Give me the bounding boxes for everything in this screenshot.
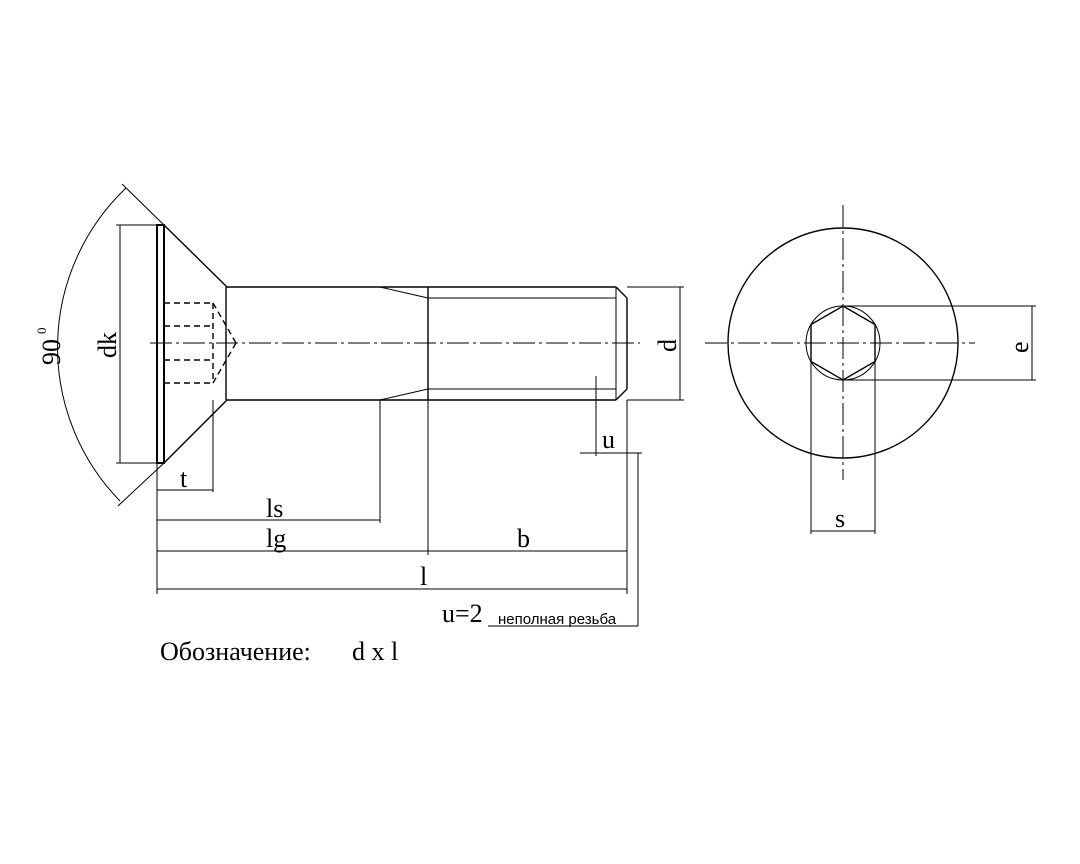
head-flange [156, 224, 165, 464]
side-view [150, 224, 640, 464]
d-label: d [653, 339, 682, 352]
b-label: b [517, 524, 530, 553]
designation-label: Обозначение: [160, 637, 311, 666]
ls-label: ls [266, 494, 283, 523]
thread-note-value: u=2 [442, 599, 483, 628]
side-dimensions: 90 0 dk t ls lg b l d u [34, 183, 684, 628]
angle-unit: 0 [34, 328, 49, 335]
head-cone-top [163, 224, 228, 288]
u-label: u [602, 425, 615, 454]
angle-ext-top [121, 183, 165, 226]
socket-hidden-tip-bottom [212, 342, 237, 384]
angle-arc [57, 187, 127, 502]
top-view: e s [705, 205, 1036, 534]
lg-label: lg [266, 524, 286, 553]
runout-bottom [379, 388, 429, 401]
angle-label: 90 [37, 339, 66, 365]
runout-top [379, 286, 429, 299]
angle-ext-bottom [117, 462, 165, 507]
end-chamfer-bottom [615, 388, 628, 401]
designation-formula: d x l [352, 637, 398, 666]
t-label: t [180, 464, 188, 493]
thread-note-text: неполная резьба [498, 611, 617, 628]
head-cone-bottom [163, 399, 228, 464]
socket-hidden-tip-top [212, 302, 237, 344]
e-label: e [1005, 341, 1034, 353]
end-chamfer-top [615, 286, 628, 299]
s-label: s [835, 504, 845, 533]
l-label: l [420, 562, 427, 591]
dk-label: dk [93, 332, 122, 358]
